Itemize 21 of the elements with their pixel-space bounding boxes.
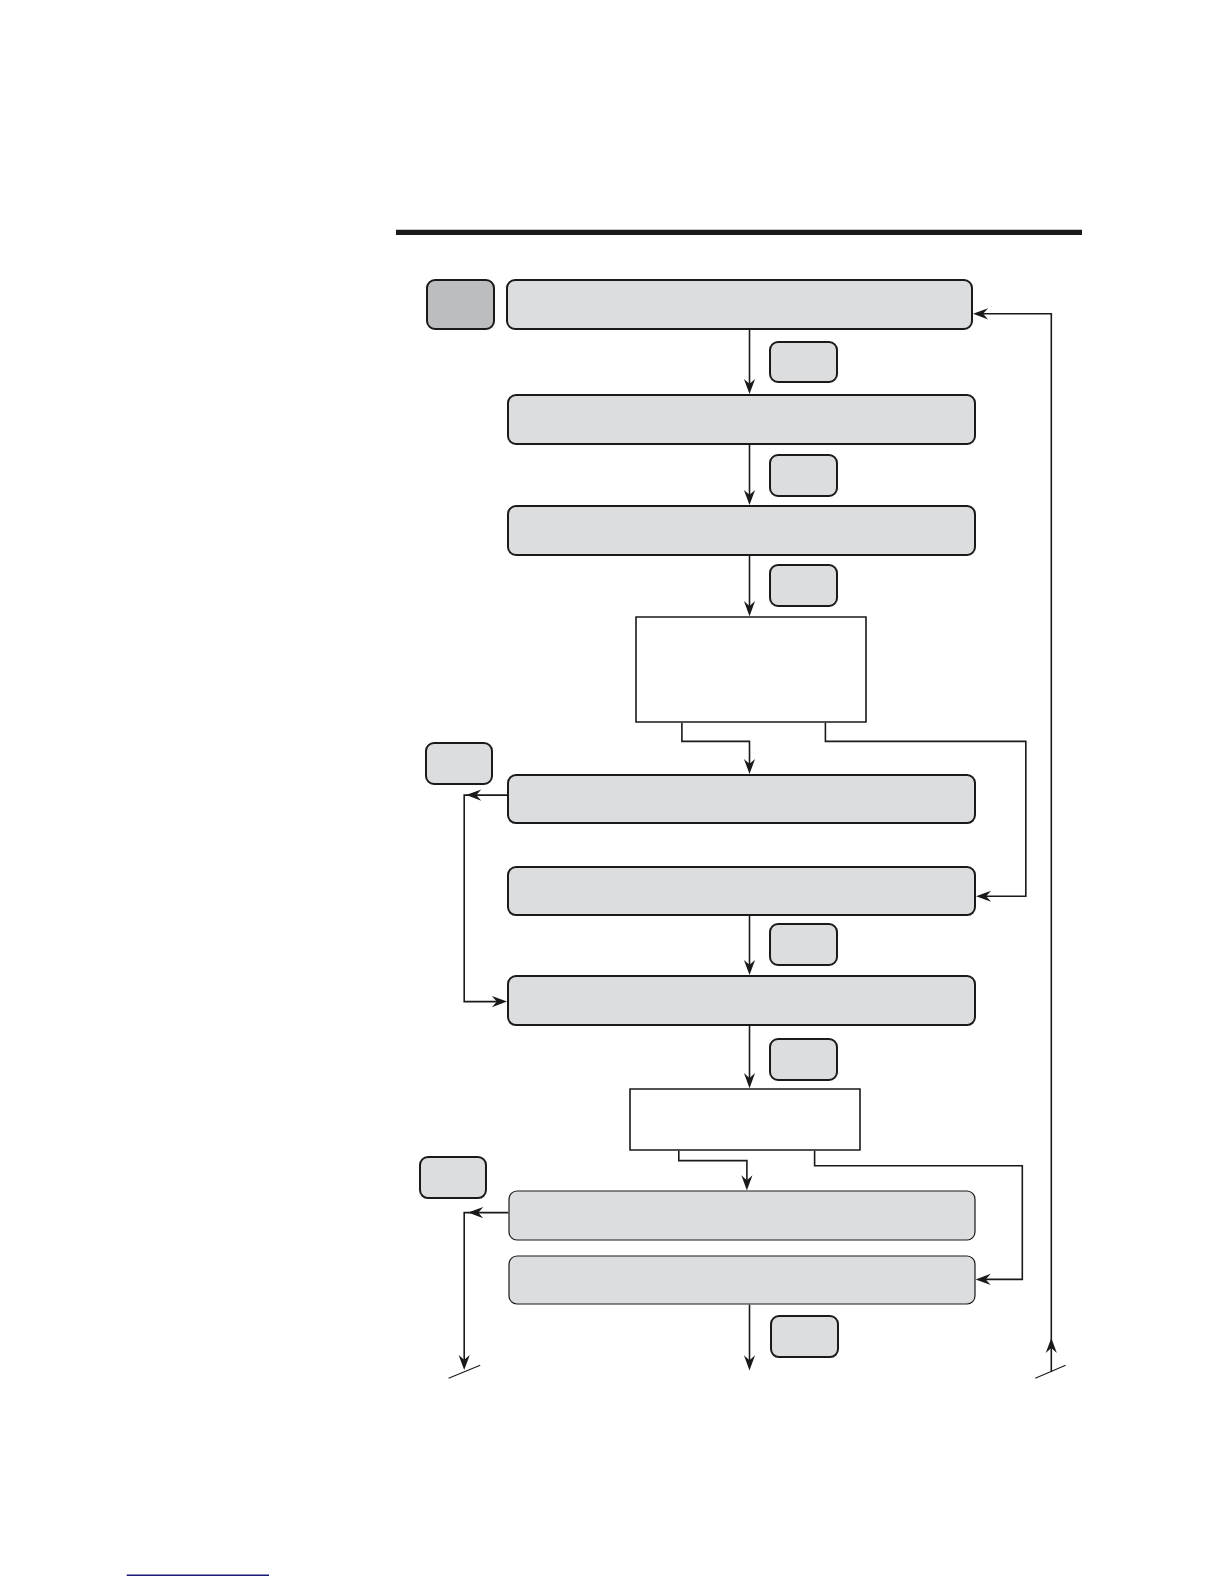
tag-box bbox=[769, 1038, 838, 1081]
tag-box bbox=[769, 341, 838, 383]
process-box bbox=[507, 866, 976, 916]
marker-box bbox=[426, 279, 495, 330]
decision-box bbox=[635, 616, 867, 723]
tag-box bbox=[769, 564, 838, 607]
arrow bbox=[824, 722, 1027, 902]
process-box bbox=[507, 975, 976, 1026]
process-box bbox=[507, 774, 976, 824]
tag-box bbox=[425, 742, 493, 785]
tag-box bbox=[769, 923, 838, 966]
tag-box bbox=[419, 1156, 487, 1199]
process-box bbox=[508, 1255, 976, 1305]
tag-box bbox=[770, 1315, 839, 1358]
arrow bbox=[813, 1150, 1024, 1285]
decision-box bbox=[629, 1088, 861, 1151]
process-box bbox=[506, 279, 973, 330]
process-box bbox=[507, 394, 976, 445]
process-box bbox=[507, 505, 976, 556]
tag-box bbox=[769, 454, 838, 497]
process-box bbox=[508, 1190, 976, 1241]
